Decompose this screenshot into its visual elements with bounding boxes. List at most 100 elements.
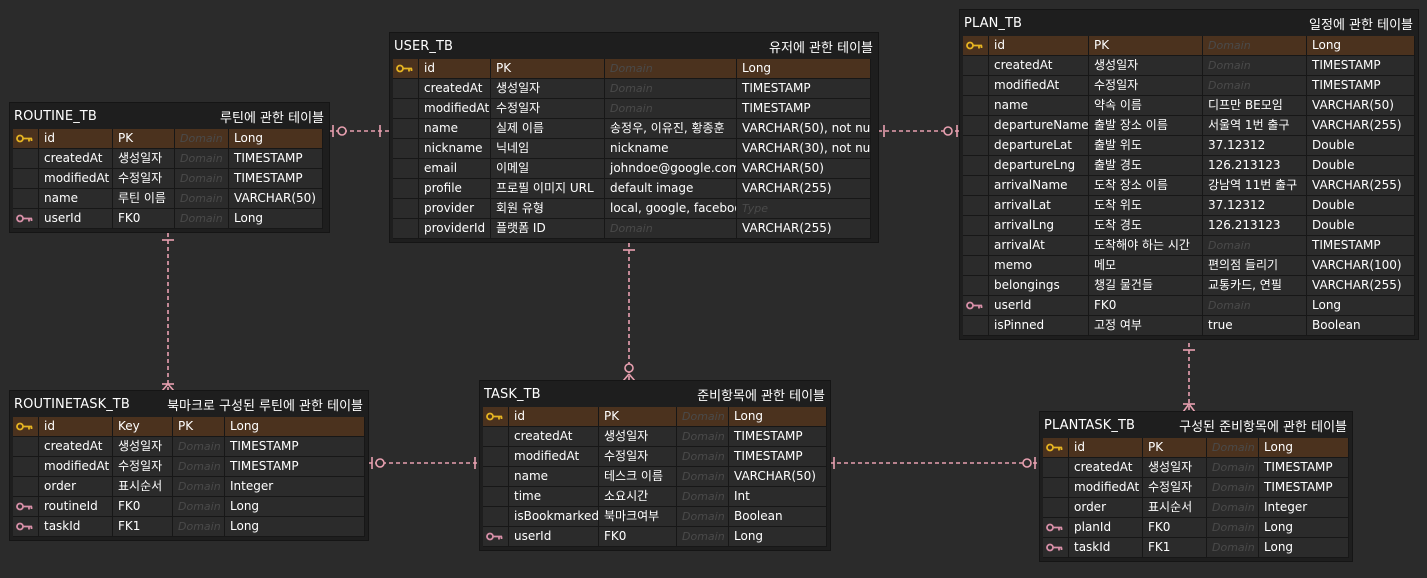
table-header[interactable]: PLAN_TB 일정에 관한 테이블 (960, 10, 1418, 36)
column-type: VARCHAR(255) (1307, 116, 1415, 136)
table-header[interactable]: PLANTASK_TB 구성된 준비항목에 관한 테이블 (1040, 412, 1352, 438)
key-icon-cell (393, 79, 419, 99)
column-name: id (39, 417, 113, 437)
key-icon-cell (483, 427, 509, 447)
primary-key-icon (393, 59, 419, 79)
column-domain: Domain (1207, 478, 1259, 498)
column-domain: Domain (1203, 76, 1307, 96)
column-domain: Domain (1203, 36, 1307, 56)
column-domain: Domain (677, 507, 729, 527)
column-domain: Domain (1203, 56, 1307, 76)
column-domain: Domain (1203, 296, 1307, 316)
key-icon-cell (393, 99, 419, 119)
column-type: VARCHAR(255) (1307, 176, 1415, 196)
foreign-key-icon (483, 527, 509, 547)
column-type: VARCHAR(255) (737, 179, 871, 199)
column-name: taskId (39, 517, 113, 537)
table-header[interactable]: USER_TB 유저에 관한 테이블 (390, 33, 878, 59)
column-logical-name: 고정 여부 (1089, 316, 1203, 336)
column-type: Boolean (1307, 316, 1415, 336)
column-name: createdAt (989, 56, 1089, 76)
column-domain: Domain (173, 457, 225, 477)
column-logical-name: FK0 (1089, 296, 1203, 316)
column-name: userId (39, 209, 113, 229)
column-type: VARCHAR(50) (729, 467, 827, 487)
key-icon-cell (483, 467, 509, 487)
key-icon-cell (963, 136, 989, 156)
column-name: routineId (39, 497, 113, 517)
key-icon-cell (13, 437, 39, 457)
column-type: TIMESTAMP (225, 437, 365, 457)
key-icon-cell (1043, 458, 1069, 478)
table-header[interactable]: ROUTINE_TB 루틴에 관한 테이블 (10, 103, 329, 129)
column-type: Long (1307, 36, 1415, 56)
column-domain: Domain (175, 209, 229, 229)
column-domain: Domain (173, 497, 225, 517)
column-name: modifiedAt (419, 99, 491, 119)
table-header[interactable]: TASK_TB 준비항목에 관한 테이블 (480, 381, 830, 407)
column-name: order (1069, 498, 1143, 518)
column-name: providerId (419, 219, 491, 239)
column-type: Long (1307, 296, 1415, 316)
column-logical-name: 수정일자 (1089, 76, 1203, 96)
column-domain: Domain (677, 487, 729, 507)
table-header[interactable]: ROUTINETASK_TB 북마크로 구성된 루틴에 관한 테이블 (10, 391, 368, 417)
column-name: id (989, 36, 1089, 56)
